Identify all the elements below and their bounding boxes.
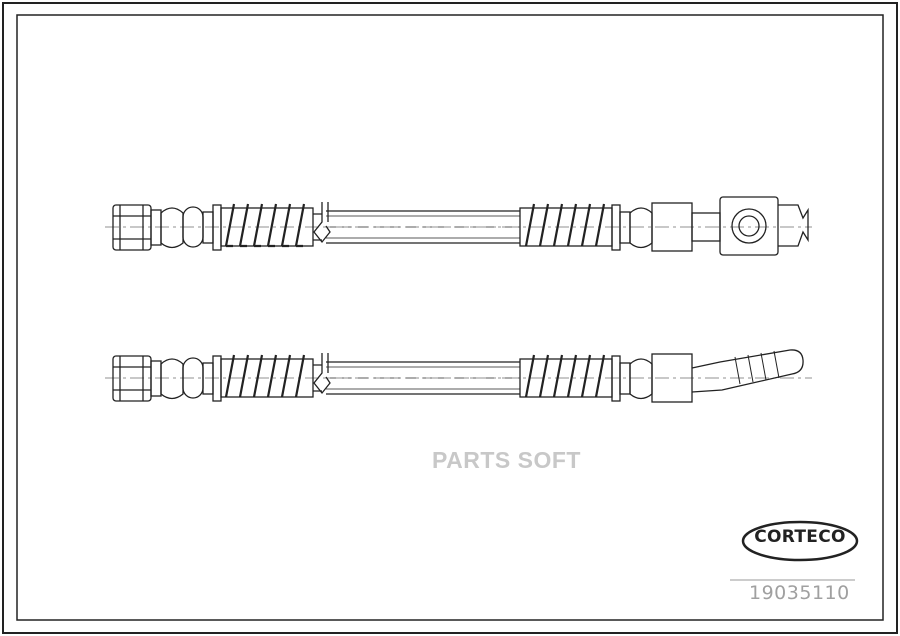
brake-hose-upper bbox=[105, 196, 812, 256]
part-number: 19035110 bbox=[749, 582, 850, 604]
brake-hose-lower bbox=[105, 349, 812, 403]
spring-guard-left bbox=[224, 203, 306, 247]
brand-logo-ellipse bbox=[741, 520, 859, 562]
watermark-text: PARTS SOFT bbox=[432, 447, 581, 473]
spring-guard-right bbox=[524, 203, 606, 247]
brand-logo-text: CORTECO bbox=[754, 527, 846, 547]
hex-nut-left-lower bbox=[112, 355, 152, 402]
inner-border bbox=[16, 14, 884, 621]
hex-nut-left bbox=[112, 204, 152, 251]
angled-tube-end bbox=[691, 349, 804, 393]
banjo-fitting bbox=[719, 196, 779, 256]
